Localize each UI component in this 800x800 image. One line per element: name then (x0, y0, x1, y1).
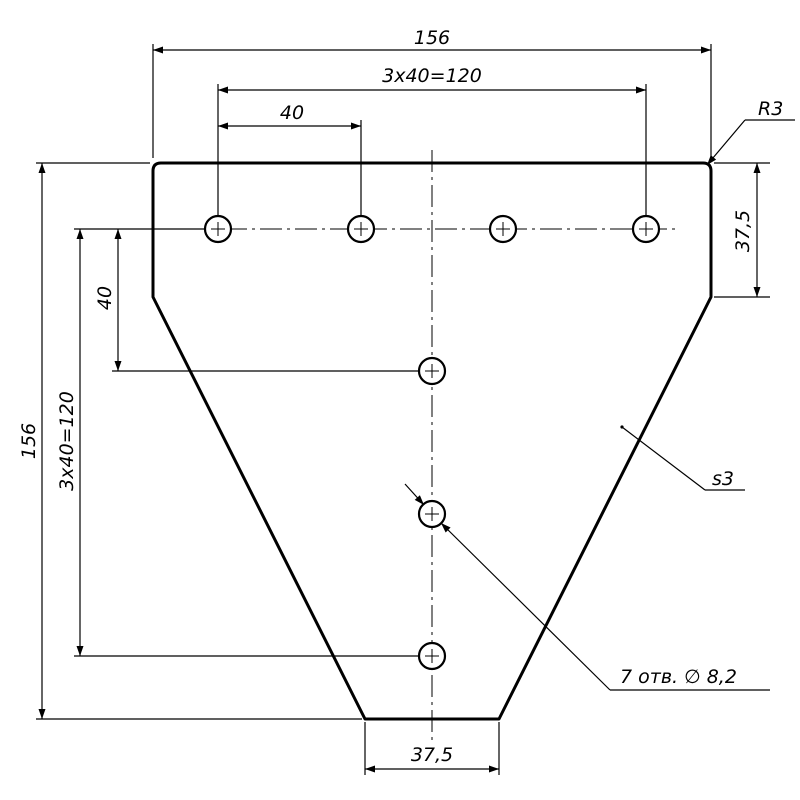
dimension-hole-pitch-vertical: 3x40=120 (56, 228, 419, 657)
hole (631, 214, 661, 244)
dimension-label: 40 (94, 286, 116, 310)
thickness-callout: s3 (620, 425, 745, 491)
dimension-overall-width: 156 (152, 27, 712, 158)
dimension-hole-spacing-horizontal: 40 (218, 102, 362, 216)
dimension-label: 156 (18, 423, 40, 459)
dimension-label: 37,5 (411, 744, 453, 766)
hole (346, 214, 376, 244)
hole (203, 214, 233, 244)
hole (417, 641, 447, 671)
dimension-label: 3x40=120 (56, 391, 78, 491)
dimension-top-edge-height: 37,5 (714, 162, 770, 298)
dimension-label: 7 отв. ∅ 8,2 (620, 666, 737, 688)
hole (417, 356, 447, 386)
dimension-hole-spacing-vertical: 40 (94, 229, 419, 372)
dimension-bottom-width: 37,5 (364, 722, 500, 775)
dimension-overall-height: 156 (18, 162, 362, 720)
dimension-label: 3x40=120 (382, 65, 482, 87)
corner-radius-callout: R3 (706, 98, 795, 166)
holes-callout: 7 отв. ∅ 8,2 (404, 483, 770, 691)
dimension-hole-pitch-horizontal: 3x40=120 (217, 65, 647, 216)
hole (417, 499, 447, 529)
dimension-label: 156 (414, 27, 450, 49)
dimension-label: 40 (280, 102, 304, 124)
dimension-label: R3 (758, 98, 783, 120)
dimension-label: s3 (712, 468, 734, 490)
dimension-label: 37,5 (732, 210, 754, 252)
hole (488, 214, 518, 244)
part-outline (151, 161, 713, 721)
